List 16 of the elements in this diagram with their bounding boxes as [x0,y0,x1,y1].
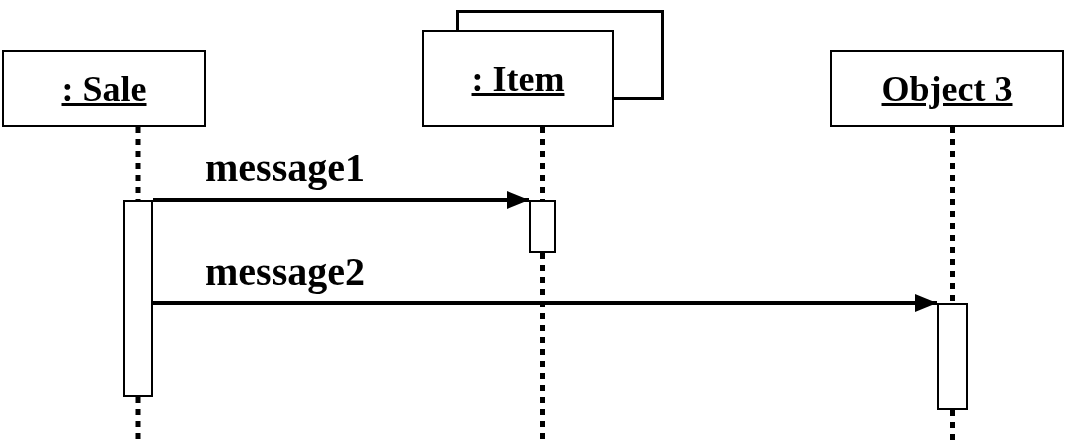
activation-bar [937,303,968,410]
object-box [422,30,614,127]
lifeline [950,127,955,303]
object-name: : Sale [61,70,147,107]
edge-label: message2 [205,252,365,292]
object-box [830,50,1064,127]
lifeline [135,127,141,200]
edge-label: message1 [205,148,365,188]
message-arrow [153,294,937,312]
message-arrow [153,191,529,209]
object-name: : Item [471,60,565,97]
lifeline [540,127,545,200]
activation-bar [123,200,153,397]
object-name: Object 3 [881,70,1013,107]
activation-bar [529,200,556,253]
object-box [2,50,206,127]
